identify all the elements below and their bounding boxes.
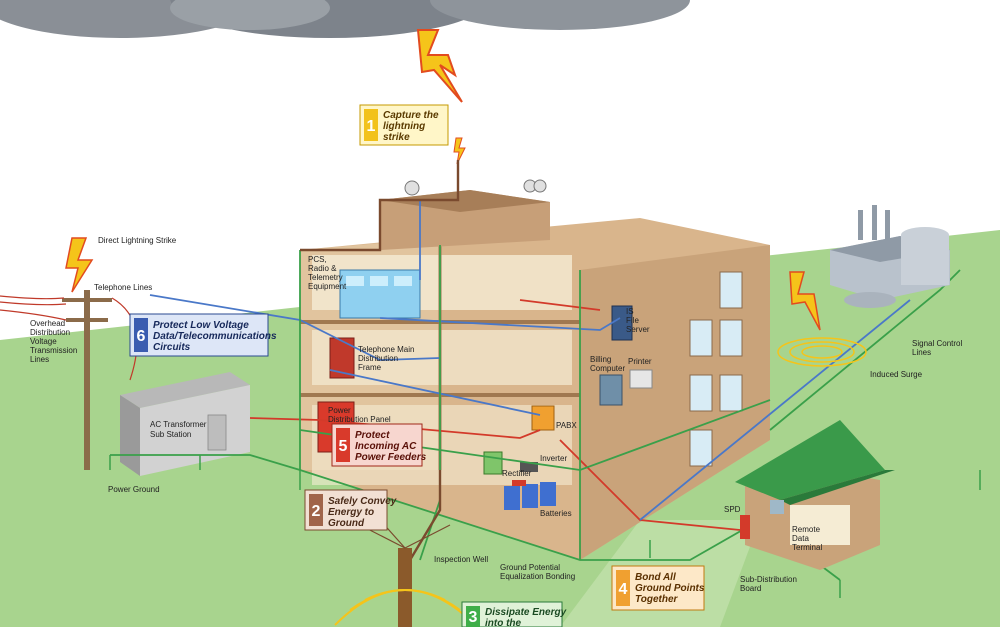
step-6-callout: 6 Protect Low Voltage Data/Telecommunica… — [129, 313, 277, 357]
step-number: 3 — [469, 609, 478, 626]
label-pcs: Radio & — [308, 264, 337, 273]
label-telephone-main: Frame — [358, 363, 382, 372]
step-line: Protect Low Voltage — [153, 320, 249, 331]
step-line: Safely Convey — [328, 496, 397, 507]
step-line: Ground Points — [635, 583, 705, 594]
label-power-ground: Power Ground — [108, 485, 160, 494]
label-remote-terminal: Terminal — [792, 543, 822, 552]
label-telephone-lines: Telephone Lines — [94, 283, 152, 292]
label-is-file-server: Server — [626, 325, 650, 334]
label-printer: Printer — [628, 357, 652, 366]
step-2-callout: 2 Safely Convey Energy to Ground — [304, 489, 397, 531]
lightning-bolt-icon — [789, 271, 821, 331]
step-line: strike — [383, 132, 410, 143]
label-overhead: Voltage — [30, 337, 57, 346]
step-line: into the — [485, 618, 522, 627]
label-billing-computer: Computer — [590, 364, 625, 373]
label-rectifier: Rectifier — [502, 469, 532, 478]
step-number: 4 — [619, 581, 628, 598]
label-ground-potential: Equalization Bonding — [500, 572, 575, 581]
step-number: 1 — [367, 118, 376, 135]
step-line: Bond All — [635, 572, 676, 583]
label-signal-control: Lines — [912, 348, 931, 357]
step-line: Incoming AC — [355, 441, 417, 452]
induced-surge-ripples — [777, 337, 867, 367]
label-billing-computer: Billing — [590, 355, 611, 364]
remote-terminal-house — [735, 420, 895, 570]
label-pcs: Equipment — [308, 282, 347, 291]
label-power-panel: Power — [328, 406, 351, 415]
utility-pole — [62, 290, 112, 470]
step-line: Data/Telecommunications — [153, 331, 277, 342]
step-number: 2 — [312, 503, 321, 520]
step-line: Capture the — [383, 110, 439, 121]
label-direct-strike: Direct Lightning Strike — [98, 236, 177, 245]
label-ac-transformer: AC Transformer — [150, 420, 207, 429]
step-line: Circuits — [153, 342, 191, 353]
label-is-file-server: IS — [626, 307, 634, 316]
batteries — [504, 480, 556, 510]
label-pcs: Telemetry — [308, 273, 343, 282]
pabx — [531, 405, 555, 431]
label-overhead: Overhead — [30, 319, 65, 328]
pcs-equipment — [339, 269, 421, 319]
label-batteries: Batteries — [540, 509, 572, 518]
label-power-panel: Distribution Panel — [328, 415, 391, 424]
label-inverter: Inverter — [540, 454, 567, 463]
label-sub-distribution: Board — [740, 584, 761, 593]
step-line: Power Feeders — [355, 452, 427, 463]
label-overhead: Lines — [30, 355, 49, 364]
step-line: Ground — [328, 518, 365, 529]
step-1-callout: 1 Capture the lightning strike — [359, 104, 449, 146]
ground-rods — [109, 455, 981, 598]
industrial-plant — [830, 205, 950, 308]
label-overhead: Transmission — [30, 346, 77, 355]
label-telephone-main: Distribution — [358, 354, 398, 363]
label-spd: SPD — [724, 505, 741, 514]
label-remote-terminal: Remote — [792, 525, 821, 534]
label-inspection-well: Inspection Well — [434, 555, 488, 564]
step-line: Protect — [355, 430, 390, 441]
step-4-callout: 4 Bond All Ground Points Together — [611, 565, 705, 611]
step-5-callout: 5 Protect Incoming AC Power Feeders — [331, 423, 427, 467]
inverter — [520, 462, 538, 472]
label-ground-potential: Ground Potential — [500, 563, 560, 572]
step-line: lightning — [383, 121, 425, 132]
label-remote-terminal: Data — [792, 534, 809, 543]
step-line: Dissipate Energy — [485, 607, 567, 618]
label-telephone-main: Telephone Main — [358, 345, 414, 354]
step-number: 6 — [137, 328, 146, 345]
printer — [629, 369, 653, 389]
storm-clouds — [0, 0, 690, 38]
label-signal-control: Signal Control — [912, 339, 962, 348]
rooftop-structure — [380, 160, 550, 250]
label-is-file-server: File — [626, 316, 639, 325]
label-induced-surge: Induced Surge — [870, 370, 923, 379]
label-pcs: PCS, — [308, 255, 327, 264]
step-3-callout: 3 Dissipate Energy into the — [461, 601, 567, 627]
label-ac-transformer: Sub Station — [150, 430, 191, 439]
step-number: 5 — [339, 438, 348, 455]
label-pabx: PABX — [556, 421, 577, 430]
label-sub-distribution: Sub-Distribution — [740, 575, 797, 584]
lightning-bolt-icon — [65, 237, 94, 293]
air-terminal-spark-icon — [453, 137, 466, 165]
spd-box — [740, 515, 750, 539]
billing-computer — [599, 374, 623, 406]
lightning-bolt-icon — [416, 29, 463, 103]
step-line: Together — [635, 594, 679, 605]
label-overhead: Distribution — [30, 328, 70, 337]
step-line: Energy to — [328, 507, 374, 518]
